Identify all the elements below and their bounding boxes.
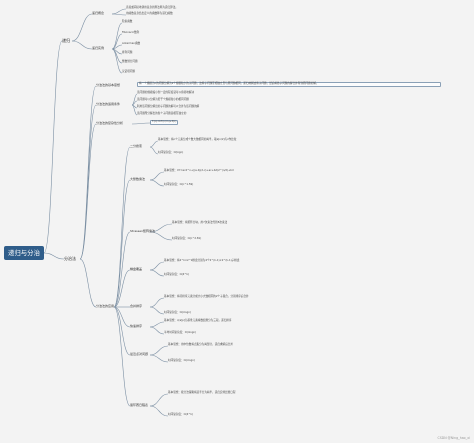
root-node[interactable]: 递归与分治 bbox=[4, 246, 44, 260]
link-root-recursion bbox=[43, 40, 63, 254]
example-closest-pair[interactable]: 最近点对问题 bbox=[130, 352, 149, 356]
branch-recursion[interactable]: 递归 bbox=[62, 38, 70, 43]
link-app-7 bbox=[113, 306, 131, 407]
link-app-detail-0 bbox=[149, 140, 159, 148]
example-quick-sort[interactable]: 快速排序 bbox=[130, 324, 143, 328]
watermark: CSDN @Ning_hao_xi bbox=[437, 436, 471, 440]
dc-feature-1: 该问题的规模缩小到一定的程度就可以容易地解决 bbox=[137, 91, 195, 94]
link-dc-basic bbox=[79, 85, 97, 260]
closest-pair-complexity: 时间复杂度：O(nlogn) bbox=[168, 359, 195, 362]
example-big-integer[interactable]: 大整数乘法 bbox=[130, 177, 146, 181]
dc-feature-4: 该问题所分解出的各个子问题是相互独立的 bbox=[137, 112, 187, 115]
merge-sort-idea: 基本思想：将待排序元素分成大小大致相同的2个子集合，分别排序后合并 bbox=[164, 295, 249, 298]
link-app-extra-7 bbox=[149, 405, 169, 417]
chessboard-complexity: 时间复杂度：O(4^k) bbox=[164, 273, 189, 276]
link-app-extra-5 bbox=[149, 326, 165, 335]
recursion-concept-line-1: 直接或间接地调用自身的算法称为递归算法。 bbox=[126, 6, 178, 9]
example-fibonacci: Fibonacci数列 bbox=[122, 31, 140, 34]
quick-sort-complexity: 平均时间复杂度：O(nlogn) bbox=[164, 331, 197, 334]
branch-divide-conquer[interactable]: 分治法 bbox=[64, 256, 76, 261]
link-app-extra-4 bbox=[149, 306, 165, 315]
binary-search-complexity: 时间复杂度：O(logn) bbox=[158, 151, 184, 154]
recursion-examples-node[interactable]: 递归实例 bbox=[92, 46, 105, 50]
dc-features-node[interactable]: 分治法的适用条件 bbox=[96, 102, 121, 106]
big-integer-complexity: 时间复杂度：O(n^1.59) bbox=[164, 183, 194, 186]
link-concept-2 bbox=[111, 13, 127, 16]
link-app-extra-2 bbox=[149, 231, 173, 241]
strassen-idea: 基本思想：将矩阵分块，用7次乘法代替8次乘法 bbox=[172, 221, 228, 224]
link-example-1 bbox=[111, 33, 123, 50]
dc-feature-3: 利用该问题分解出的子问题的解可以合并为该问题的解 bbox=[137, 105, 200, 108]
link-app-1 bbox=[113, 179, 131, 308]
dc-complexity-formula: T(n)=kT(n/m)+f(n) bbox=[150, 120, 179, 126]
link-example-5 bbox=[111, 48, 123, 74]
link-app-extra-0 bbox=[149, 146, 159, 155]
strassen-complexity: 时间复杂度：O(n^2.81) bbox=[172, 237, 202, 240]
recursion-concept-node[interactable]: 递归概念 bbox=[92, 11, 105, 15]
binary-search-idea: 基本思想：将n个元素分成个数大致相同的两半，取a[n/2]与x作比较 bbox=[158, 138, 237, 141]
link-root-dc bbox=[43, 252, 65, 260]
link-recursion-concept bbox=[71, 13, 93, 42]
round-robin-complexity: 时间复杂度：O(4^k) bbox=[168, 413, 193, 416]
dc-complexity-node[interactable]: 分治法的复杂性分析 bbox=[96, 121, 124, 125]
link-app-detail-7 bbox=[149, 393, 169, 407]
round-robin-idea: 基本思想：按分治策略将选手分为两半，递归安排比赛日程 bbox=[168, 391, 236, 394]
link-app-detail-1 bbox=[149, 171, 165, 181]
link-app-extra-1 bbox=[149, 179, 165, 187]
link-app-2 bbox=[113, 231, 131, 308]
link-app-3 bbox=[113, 269, 131, 308]
example-chessboard[interactable]: 棋盘覆盖 bbox=[130, 267, 143, 271]
example-ackerman: Ackerman函数 bbox=[122, 42, 141, 45]
link-app-extra-6 bbox=[149, 354, 169, 363]
link-recursion-examples bbox=[71, 40, 93, 50]
closest-pair-idea: 基本思想：用中位数将点集分为两部分，递归求解后合并 bbox=[168, 343, 233, 346]
example-merge-sort[interactable]: 合并排序 bbox=[130, 304, 143, 308]
dc-basic-idea-text: 将一个规模为n的问题分解为k个规模较小的子问题，这些子问题互相独立且与原问题相同… bbox=[137, 82, 441, 88]
link-dc-complexity bbox=[79, 123, 97, 260]
link-app-6 bbox=[113, 306, 131, 356]
merge-sort-complexity: 时间复杂度：O(nlogn) bbox=[164, 311, 191, 314]
example-binary-search[interactable]: 二分搜索 bbox=[130, 144, 143, 148]
example-factorial: 阶乘函数 bbox=[122, 20, 133, 23]
dc-examples-node[interactable]: 分治法的应用 bbox=[96, 304, 115, 308]
example-permutation: 排列问题 bbox=[122, 51, 133, 54]
quick-sort-idea: 基本思想：以a[p]为基准元素将数组划分为三段，递归排序 bbox=[164, 319, 232, 322]
example-hanoi: 汉诺塔问题 bbox=[122, 70, 135, 73]
link-app-extra-3 bbox=[149, 269, 165, 277]
dc-feature-2: 该问题可以分解为若干个规模较小的相同问题 bbox=[137, 98, 189, 101]
example-round-robin[interactable]: 循环赛日程表 bbox=[130, 403, 149, 407]
link-app-detail-2 bbox=[149, 223, 173, 233]
example-strassen[interactable]: Strassen矩阵乘法 bbox=[130, 229, 156, 233]
link-app-0 bbox=[113, 146, 131, 308]
link-app-detail-6 bbox=[149, 345, 169, 356]
link-concept-1 bbox=[111, 8, 127, 15]
link-app-detail-4 bbox=[149, 297, 165, 308]
link-example-0 bbox=[111, 22, 123, 50]
chessboard-idea: 基本思想：将2^k×2^k棋盘分割为4个2^(k-1)×2^(k-1)子棋盘 bbox=[164, 259, 240, 262]
link-feature-3 bbox=[131, 104, 138, 116]
link-dc-examples bbox=[79, 258, 97, 308]
link-app-detail-5 bbox=[149, 321, 165, 328]
link-complexity-box bbox=[131, 122, 151, 125]
link-app-detail-3 bbox=[149, 261, 165, 271]
example-partition: 整数划分问题 bbox=[122, 60, 138, 63]
recursion-concept-line-2: 用函数自身给出定义的函数称为递归函数 bbox=[126, 12, 173, 15]
dc-basic-idea-node[interactable]: 分治法的基本思想 bbox=[96, 83, 121, 87]
big-integer-idea: 基本思想：XY=ac2^n+((a-b)(d-c)+ac+bd)2^(n/2)+… bbox=[164, 169, 234, 172]
